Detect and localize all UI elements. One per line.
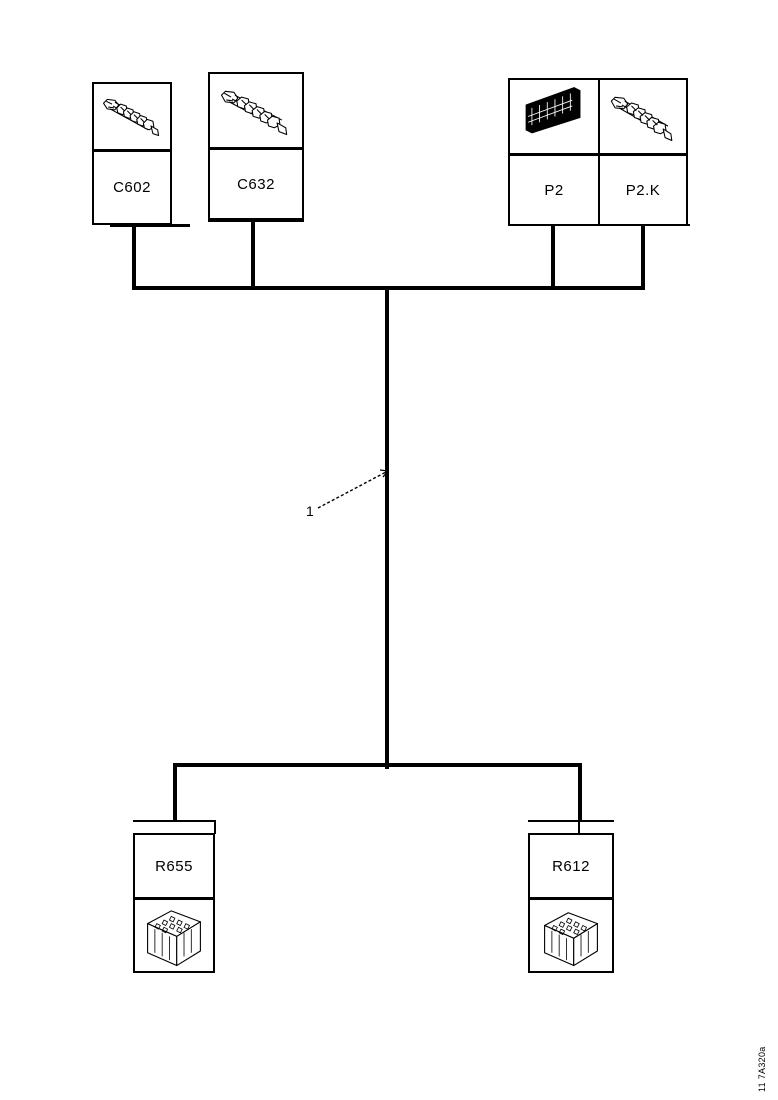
component-label-p2k: P2.K (625, 181, 661, 199)
main-trunk-line (385, 286, 389, 769)
isometric-camshaft-icon (600, 80, 686, 153)
component-box-r655[interactable]: R655 (133, 833, 215, 973)
component-box-p2k[interactable]: P2.K (598, 80, 686, 224)
top-bus-left-riser (132, 224, 136, 290)
component-label-c632: C632 (237, 175, 275, 193)
connector-tie-r655 (133, 820, 215, 822)
component-label-cell-c602: C602 (94, 149, 170, 223)
bottom-bus-right-riser (578, 763, 582, 821)
isometric-panel-icon (510, 80, 598, 153)
isometric-camshaft-icon (210, 74, 302, 147)
component-thumbnail-p2k (600, 80, 686, 153)
connector-drop-r612 (578, 820, 580, 834)
component-box-r612[interactable]: R612 (528, 833, 614, 973)
component-thumbnail-c632 (210, 74, 302, 147)
component-label-cell-r612: R612 (530, 835, 612, 900)
component-thumbnail-r655 (135, 900, 213, 971)
component-label-r655: R655 (155, 857, 193, 875)
bottom-bus-horizontal (173, 763, 582, 767)
connector-drop-r655 (214, 820, 216, 834)
component-thumbnail-r612 (530, 900, 612, 971)
annotation-number-1: 1 (306, 503, 314, 519)
component-label-cell-p2: P2 (510, 153, 598, 224)
top-bus-right-riser (641, 224, 645, 290)
component-label-cell-p2k: P2.K (600, 153, 686, 224)
watermark-text: 11 7A320a (757, 1046, 767, 1092)
component-box-c602[interactable]: C602 (92, 82, 172, 225)
isometric-camshaft-icon (94, 84, 170, 149)
component-thumbnail-c602 (94, 84, 170, 149)
connector-tie-right (508, 224, 690, 226)
component-label-r612: R612 (552, 857, 590, 875)
connector-tie-c632 (208, 220, 304, 222)
component-label-cell-c632: C632 (210, 147, 302, 218)
isometric-block-icon (135, 900, 213, 971)
component-label-c602: C602 (113, 179, 151, 196)
connector-drop-p2 (551, 224, 555, 290)
component-box-p2[interactable]: P2 (510, 80, 598, 224)
connector-tie-left (110, 224, 190, 227)
component-thumbnail-p2 (510, 80, 598, 153)
connector-tie-r612 (528, 820, 614, 822)
bottom-bus-left-riser (173, 763, 177, 821)
annotation-leader-line (310, 462, 392, 518)
component-box-pair-p2[interactable]: P2 (508, 78, 688, 226)
isometric-block-icon (530, 900, 612, 971)
connector-drop-c632 (251, 218, 255, 290)
component-box-c632[interactable]: C632 (208, 72, 304, 220)
component-label-cell-r655: R655 (135, 835, 213, 900)
component-label-p2: P2 (544, 181, 564, 199)
